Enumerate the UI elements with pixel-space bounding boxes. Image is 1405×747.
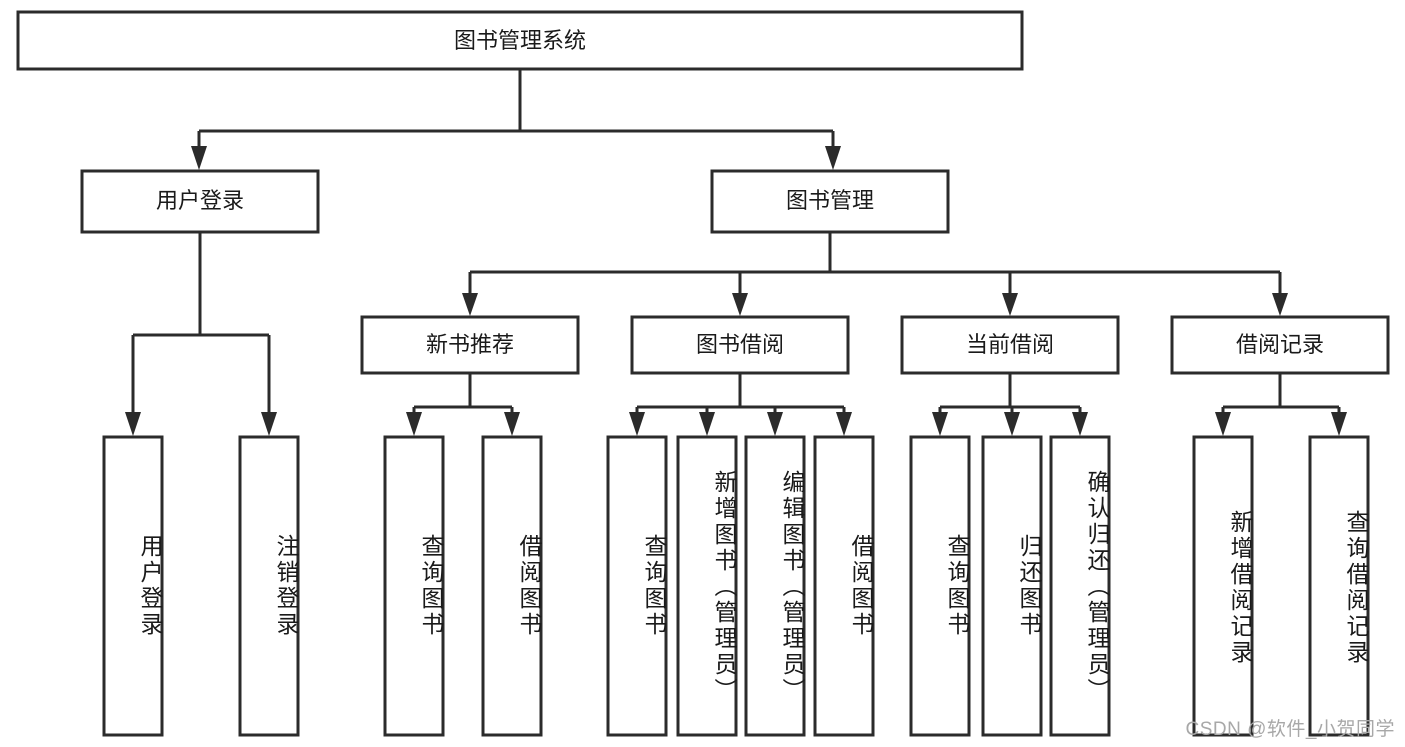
node-user-login-label: 用户登录 [156,188,244,213]
leaf-box-query-book-3[interactable] [909,435,971,737]
leaf-box-logout[interactable] [238,435,300,737]
node-user-login[interactable]: 用户登录 [80,169,320,234]
leaf-box-add-book-admin[interactable] [676,435,738,737]
node-current-borrow-box[interactable] [900,315,1120,375]
leaf-box-query-book-2[interactable] [606,435,668,737]
leaf-box-query-borrow-record[interactable] [1308,435,1370,737]
arrow-to-user-login [191,146,207,170]
leaf-box-query-book-1[interactable] [383,435,445,737]
leaf-box-borrow-book-2[interactable] [813,435,875,737]
node-user-login-box[interactable] [80,169,320,234]
connector-root-to-level2 [191,69,841,170]
node-borrow-record[interactable]: 借阅记录 [1170,315,1390,375]
connector-current-borrow-to-leaves [932,373,1088,436]
leaf-boxes [102,435,1370,737]
node-new-book-recommend-label: 新书推荐 [426,332,514,357]
node-root-label: 图书管理系统 [454,28,586,53]
connector-user-login-to-leaves [125,232,277,436]
node-book-management-label: 图书管理 [786,188,874,213]
connector-book-management-to-level3 [462,232,1288,316]
csdn-watermark: CSDN @软件_小贺同学 [1185,719,1395,740]
leaf-box-user-login[interactable] [102,435,164,737]
leaf-box-confirm-return-admin[interactable] [1049,435,1111,737]
connector-new-book-recommend-to-leaves [406,373,520,436]
connector-borrow-record-to-leaves [1215,373,1347,436]
node-book-borrow[interactable]: 图书借阅 [630,315,850,375]
leaf-box-add-borrow-record[interactable] [1192,435,1254,737]
node-root[interactable]: 图书管理系统 [16,10,1024,71]
node-current-borrow-label: 当前借阅 [966,332,1054,357]
connector-book-borrow-to-leaves [629,373,852,436]
leaf-box-edit-book-admin[interactable] [744,435,806,737]
arrow-to-book-mgmt [825,146,841,170]
node-root-box[interactable] [16,10,1024,71]
node-book-borrow-label: 图书借阅 [696,332,784,357]
leaf-box-borrow-book-1[interactable] [481,435,543,737]
leaf-box-return-book[interactable] [981,435,1043,737]
node-book-management[interactable]: 图书管理 [710,169,950,234]
node-new-book-recommend[interactable]: 新书推荐 [360,315,580,375]
node-current-borrow[interactable]: 当前借阅 [900,315,1120,375]
node-new-book-recommend-box[interactable] [360,315,580,375]
node-borrow-record-label: 借阅记录 [1236,332,1324,357]
